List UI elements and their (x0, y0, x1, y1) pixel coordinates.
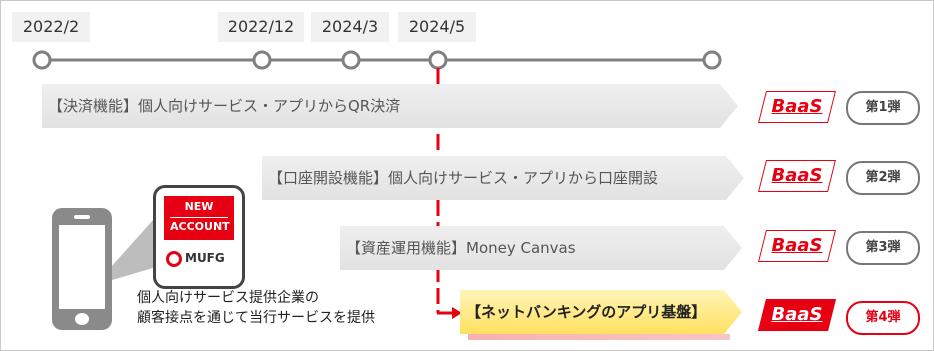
phase-badge-highlight: 第4弾 (846, 301, 920, 335)
mufg-logo: MUFG (166, 248, 232, 268)
smartphone-icon (52, 208, 112, 330)
badge-text-account: ACCOUNT (170, 217, 230, 234)
caption-line: 個人向けサービス提供企業の (137, 290, 319, 306)
feature-banner-payment: 【決済機能】個人向けサービス・アプリからQR決済 (42, 84, 738, 128)
phase-badge: 第2弾 (846, 161, 920, 195)
caption-line: 顧客接点を通じて当行サービスを提供 (137, 310, 375, 326)
app-icon-bubble: NEW ACCOUNT MUFG (153, 185, 245, 289)
feature-banner-asset-management: 【資産運用機能】Money Canvas (340, 226, 742, 270)
feature-banner-account-opening: 【口座開設機能】個人向けサービス・アプリから口座開設 (262, 156, 744, 200)
highlight-banner-shadow (468, 334, 730, 340)
date-label: 2024/5 (398, 12, 476, 42)
caption: 個人向けサービス提供企業の 顧客接点を通じて当行サービスを提供 (137, 288, 375, 328)
timeline-node (428, 50, 448, 70)
phone-speaker (74, 215, 90, 219)
baas-tag-highlight: BaaS (758, 299, 836, 331)
timeline-node (702, 50, 722, 70)
phone-home-button (75, 313, 89, 325)
date-label: 2022/2 (12, 12, 90, 42)
baas-tag: BaaS (758, 91, 836, 123)
baas-tag: BaaS (758, 230, 836, 262)
badge-text-new: NEW (184, 200, 214, 213)
timeline-node (252, 50, 272, 70)
mufg-ring-icon (166, 250, 182, 267)
feature-label: 【口座開設機能】個人向けサービス・アプリから口座開設 (268, 169, 659, 187)
feature-banner-net-banking: 【ネットバンキングのアプリ基盤】 (460, 290, 742, 334)
timeline-node (341, 50, 361, 70)
date-label: 2024/3 (311, 12, 389, 42)
mufg-text: MUFG (185, 251, 225, 265)
new-account-badge: NEW ACCOUNT (164, 196, 234, 240)
feature-label: 【決済機能】個人向けサービス・アプリからQR決済 (48, 97, 401, 115)
phone-screen (59, 225, 105, 309)
phase-badge: 第1弾 (846, 91, 920, 125)
feature-label: 【ネットバンキングのアプリ基盤】 (466, 303, 707, 321)
timeline-node (32, 50, 52, 70)
current-marker-arrowhead (452, 307, 462, 319)
phase-badge: 第3弾 (846, 231, 920, 265)
feature-label: 【資産運用機能】Money Canvas (346, 239, 576, 257)
date-label: 2022/12 (218, 12, 304, 42)
baas-tag: BaaS (758, 160, 836, 192)
